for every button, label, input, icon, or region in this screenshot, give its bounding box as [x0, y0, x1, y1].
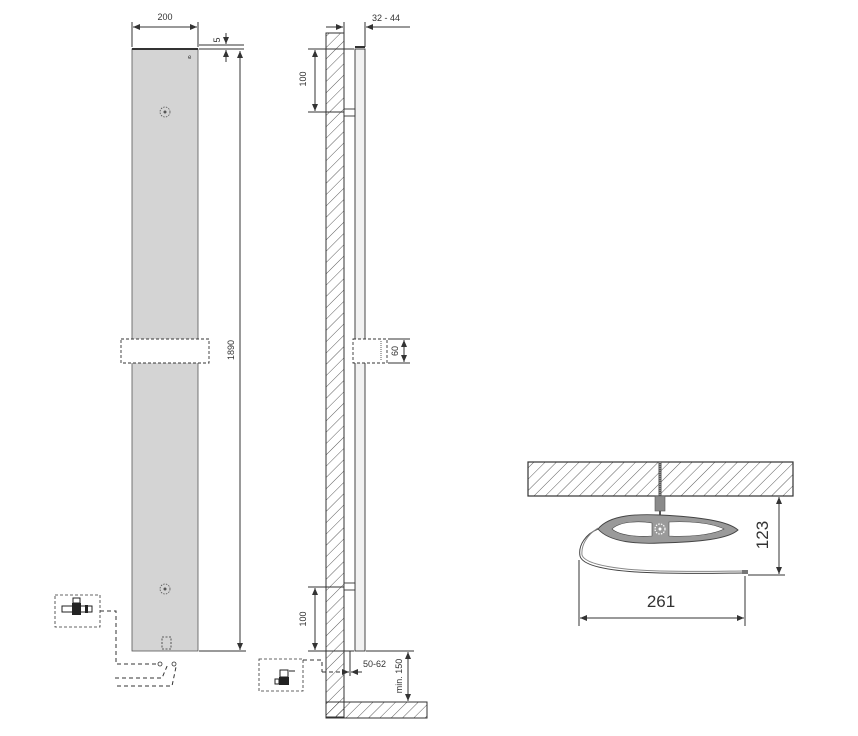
valve-icon: [61, 597, 93, 615]
pipe-offset-label: 50-62: [363, 659, 386, 669]
depth-label: 32 - 44: [372, 13, 400, 23]
towel-hanger-icon: [579, 514, 748, 574]
bracket-bottom: [343, 582, 356, 591]
hanger-width-label: 261: [647, 592, 675, 611]
top-offset-label: 5: [212, 37, 222, 42]
height-label: 1890: [226, 340, 236, 360]
towel-clamp-side: [352, 338, 388, 364]
bracket-top: [343, 108, 356, 117]
power-cable-2: [115, 663, 169, 679]
hanger-height-label: 123: [753, 521, 772, 549]
top-bracket-label: 100: [298, 71, 308, 86]
power-cable-1: [100, 610, 160, 665]
panel-top-mark: e: [188, 55, 192, 61]
connection-line-side: [303, 659, 323, 672]
front-view: e 200 5 1890: [54, 12, 246, 687]
hanger-view: 123 261: [527, 461, 794, 626]
connection-box-front: [161, 636, 172, 650]
valve-side-icon: [274, 669, 295, 685]
bottom-bracket-label: 100: [298, 611, 308, 626]
floor-section: [325, 701, 428, 719]
mounting-point-bottom-icon: [159, 583, 171, 595]
clamp-label: 60: [390, 346, 400, 356]
wall-section: [325, 32, 345, 718]
valve-box-side: [258, 658, 304, 692]
power-cable-3: [117, 666, 177, 687]
hanger-mount: [654, 495, 666, 512]
towel-clamp-front: [120, 338, 210, 364]
mounting-point-top-icon: [159, 106, 171, 118]
width-label: 200: [157, 12, 172, 22]
side-view: 32 - 44 100 100 60 50-62 min. 150: [258, 13, 428, 719]
floor-clearance-label: min. 150: [394, 659, 404, 694]
